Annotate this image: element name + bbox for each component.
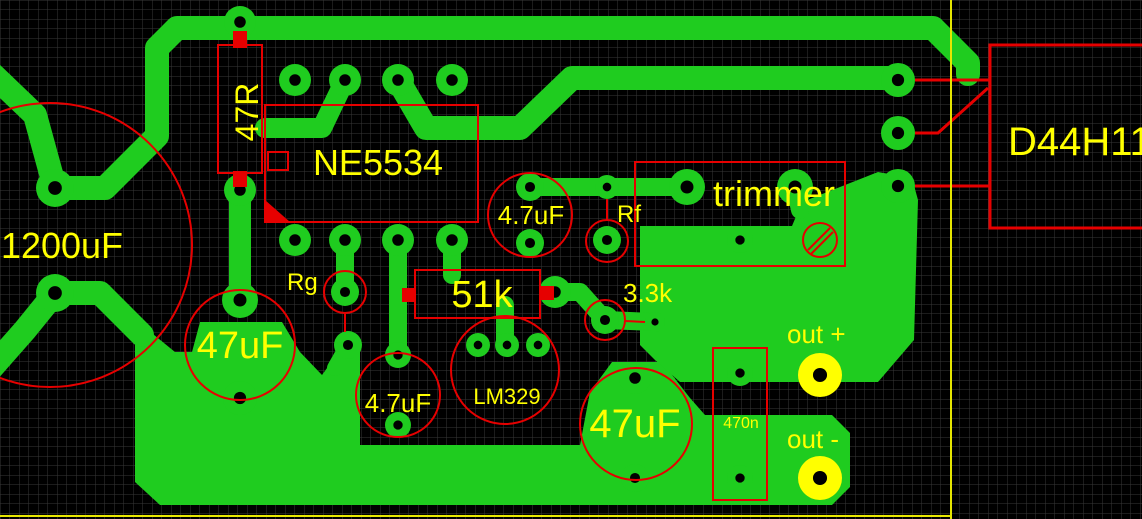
ic-notch — [267, 151, 289, 171]
r51k-lead-left — [402, 288, 416, 302]
label-r3k3: 3.3k — [623, 278, 673, 308]
terminal-out-plus[interactable] — [798, 353, 842, 397]
c4u7-top-outline[interactable] — [487, 172, 573, 258]
d44h11-outline[interactable] — [988, 43, 1142, 230]
label-out-minus: out - — [787, 424, 839, 454]
label-r51k: 51k — [451, 274, 513, 316]
ic-pin1-marker — [265, 200, 290, 222]
pad-rf-1[interactable] — [595, 175, 619, 199]
pad-lm329-1[interactable] — [466, 333, 490, 357]
pad-d44-c[interactable] — [881, 116, 915, 150]
pad-ic-8[interactable] — [279, 64, 311, 96]
label-c1200: 1200uF — [1, 225, 123, 266]
ic-output-trace[interactable] — [386, 66, 910, 140]
ic-pin7-trace[interactable] — [255, 70, 355, 138]
label-r47: 47R — [229, 83, 265, 142]
pad-c470n-1[interactable] — [727, 360, 753, 386]
component-labels: 1200uF 47R NE5534 47uF Rg 4.7uF 51k LM32… — [1, 83, 1142, 454]
pad-d44-b[interactable] — [881, 63, 915, 97]
supply-trace[interactable] — [43, 16, 980, 200]
label-c470n: 470n — [723, 415, 759, 432]
board-outline — [0, 0, 952, 519]
label-c4u7-top: 4.7uF — [498, 200, 565, 230]
terminal-out-minus[interactable] — [798, 456, 842, 500]
label-rf: Rf — [617, 201, 641, 228]
pad-r3k3-2[interactable] — [645, 312, 665, 332]
left-top-trace[interactable] — [0, 64, 67, 200]
r3k3-lead — [624, 320, 646, 323]
label-c4u7-left: 4.7uF — [365, 388, 432, 418]
r47-lead-top — [233, 31, 247, 48]
pad-trimmer-1[interactable] — [669, 169, 705, 205]
pad-lm329-2[interactable] — [495, 333, 519, 357]
trimmer-knob-slot-1 — [807, 227, 831, 251]
pad-ic-2[interactable] — [329, 224, 361, 256]
label-trimmer: trimmer — [713, 173, 835, 214]
pad-c4u7-top-2[interactable] — [516, 229, 544, 257]
label-c47-left: 47uF — [197, 325, 284, 367]
label-rg: Rg — [287, 269, 318, 296]
trimmer-knob — [802, 222, 838, 258]
trimmer-knob-slot-2 — [810, 231, 834, 255]
output-pour[interactable] — [640, 172, 918, 382]
label-c47-right: 47uF — [589, 402, 680, 446]
silkscreen[interactable] — [0, 31, 1142, 501]
pad-ic-7[interactable] — [329, 64, 361, 96]
pad-r3k3-1[interactable] — [591, 306, 619, 334]
label-out-plus: out + — [787, 319, 846, 349]
c4u7-left-outline[interactable] — [355, 352, 441, 438]
c470n-outline[interactable] — [712, 347, 768, 501]
lm329-outline[interactable] — [450, 315, 560, 425]
label-d44h11: D44H11 — [1008, 120, 1142, 164]
ic-outline[interactable] — [264, 104, 479, 223]
r3k3-outline[interactable] — [584, 299, 626, 341]
r47-lead-bottom — [233, 171, 247, 187]
c47-left-outline[interactable] — [184, 289, 296, 401]
pad-c47-right-1[interactable] — [619, 362, 651, 394]
pad-trimmer-2[interactable] — [727, 227, 753, 253]
pad-rg-1[interactable] — [331, 278, 359, 306]
trimmer-outline[interactable] — [634, 161, 846, 267]
c1200-outline[interactable] — [0, 102, 193, 388]
pad-c1200-plus[interactable] — [36, 169, 74, 207]
copper-pours[interactable] — [135, 172, 918, 505]
pad-c47-left-1[interactable] — [222, 282, 258, 318]
pad-ic-5[interactable] — [436, 64, 468, 96]
pad-ic-1[interactable] — [279, 224, 311, 256]
label-lm329: LM329 — [473, 384, 540, 409]
pad-rg-2[interactable] — [334, 331, 362, 359]
pad-c4u7-top-1[interactable] — [516, 173, 544, 201]
pad-c1200-minus[interactable] — [36, 274, 74, 312]
pad-ic-3[interactable] — [382, 224, 414, 256]
ground-pour[interactable] — [135, 322, 850, 505]
label-ic: NE5534 — [313, 142, 443, 183]
pad-d44-e[interactable] — [881, 169, 915, 203]
r51k-lead-right — [540, 286, 554, 300]
c47-right-outline[interactable] — [579, 367, 693, 481]
pad-ic-6[interactable] — [382, 64, 414, 96]
pad-rf-2[interactable] — [593, 226, 621, 254]
pad-ic-4[interactable] — [436, 224, 468, 256]
pad-c470n-2[interactable] — [727, 465, 753, 491]
d44h11-lead-c — [915, 86, 990, 135]
